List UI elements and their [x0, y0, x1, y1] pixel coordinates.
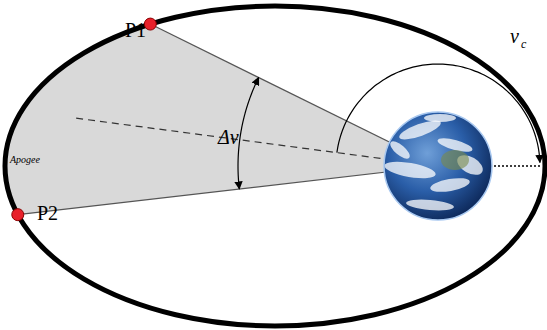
angle-label: ν [510, 26, 519, 46]
radius-line [150, 24, 438, 166]
orbit-ellipse [5, 6, 545, 326]
point-label: P2 [37, 203, 58, 223]
radius-line [18, 166, 438, 215]
delta-anomaly-arc [238, 78, 259, 189]
swept-sector [5, 24, 438, 215]
angle-label: Δν [218, 127, 239, 147]
position-point [12, 209, 24, 221]
perigee-line [490, 165, 542, 167]
earth-globe [383, 112, 492, 220]
angle-subscript: c [521, 38, 526, 50]
position-point [144, 18, 156, 30]
point-label: P1 [125, 20, 146, 40]
apogee-label: Apogee [10, 155, 40, 165]
